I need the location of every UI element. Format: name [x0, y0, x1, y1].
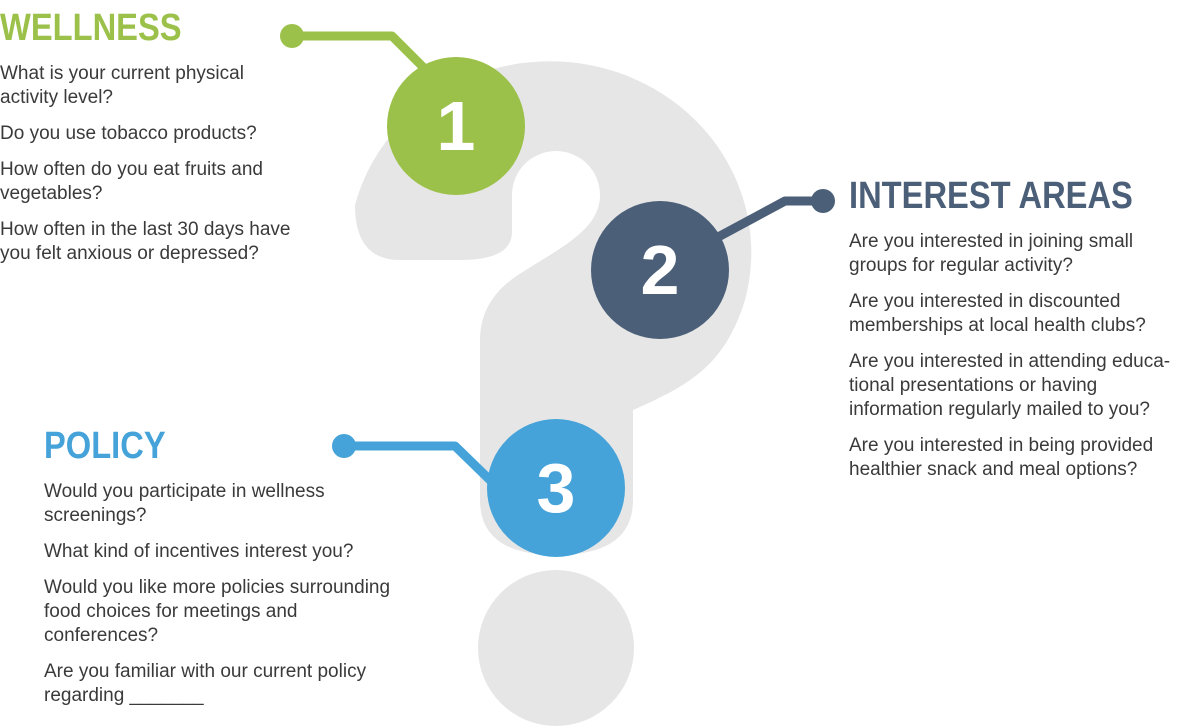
question-mark-dot — [478, 570, 634, 726]
policy-question: Would you like more policies surrounding… — [44, 577, 391, 646]
policy-heading: POLICY — [44, 425, 166, 467]
wellness-question: How often in the last 30 days have you f… — [0, 219, 291, 264]
marker-circle-3 — [487, 419, 625, 557]
interest-question: Are you interested in joining small grou… — [849, 231, 1134, 276]
wellness-heading: WELLNESS — [0, 7, 182, 49]
marker-number-2: 2 — [641, 231, 680, 309]
interest-connector-dot — [811, 189, 835, 213]
wellness-question: What is your current physical activity l… — [0, 63, 244, 108]
marker-number-3: 3 — [537, 449, 576, 527]
wellness-section: WELLNESS What is your current physical a… — [0, 6, 300, 278]
marker-number-1: 1 — [437, 87, 476, 165]
policy-question: Would you participate in wellness screen… — [44, 481, 325, 526]
marker-circle-2 — [591, 201, 729, 339]
policy-question: What kind of incentives interest you? — [44, 541, 354, 562]
policy-question: Are you familiar with our current policy… — [44, 661, 367, 706]
marker-circle-1 — [387, 57, 525, 195]
interest-question: Are you interested in attending educa-ti… — [849, 351, 1171, 420]
interest-question: Are you interested in being provided hea… — [849, 435, 1154, 480]
interest-question: Are you interested in discounted members… — [849, 291, 1146, 336]
policy-connector-line — [339, 441, 497, 487]
policy-section: POLICY Would you participate in wellness… — [44, 424, 414, 720]
wellness-connector-dot — [280, 24, 304, 48]
wellness-connector-line — [287, 31, 433, 77]
wellness-question: Do you use tobacco products? — [0, 123, 257, 144]
interest-connector-line — [715, 196, 827, 241]
interest-areas-section: INTEREST AREAS Are you interested in joi… — [849, 174, 1194, 494]
policy-connector-dot — [332, 434, 356, 458]
wellness-question: How often do you eat fruits and vegetabl… — [0, 159, 263, 204]
interest-areas-heading: INTEREST AREAS — [849, 175, 1133, 217]
